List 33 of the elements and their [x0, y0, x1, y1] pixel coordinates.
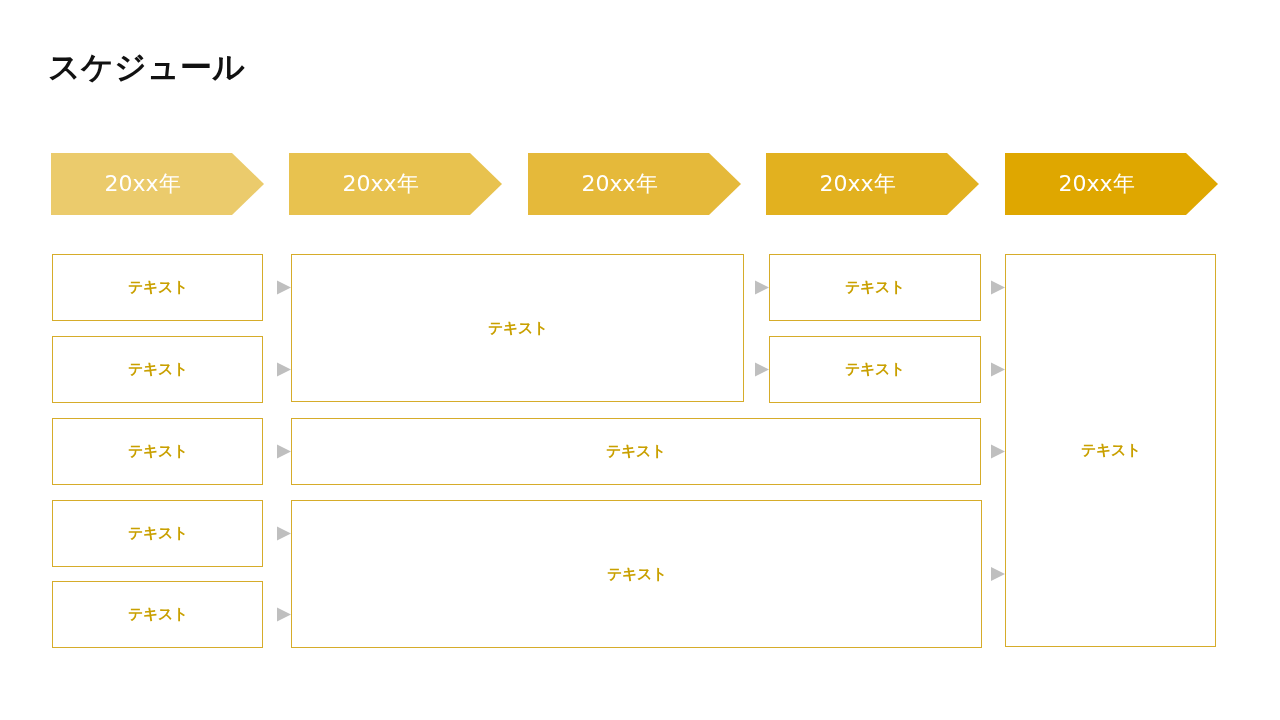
year-label: 20xx年 — [104, 170, 181, 198]
year-label: 20xx年 — [581, 170, 658, 198]
box-text: テキスト — [606, 442, 666, 461]
text-box — [52, 500, 263, 567]
box-text: テキスト — [127, 442, 188, 461]
text-box — [291, 254, 744, 402]
year-label: 20xx年 — [819, 170, 896, 198]
box-text: テキスト — [127, 605, 188, 624]
text-box — [769, 254, 981, 321]
text-box — [1005, 254, 1216, 647]
text-box — [52, 336, 263, 403]
box-text: テキスト — [127, 524, 188, 543]
year-label: 20xx年 — [342, 170, 419, 198]
box-text: テキスト — [127, 278, 188, 297]
box-text: テキスト — [487, 318, 548, 338]
box-text: テキスト — [606, 564, 667, 584]
text-box — [291, 500, 982, 648]
box-text: テキスト — [845, 278, 905, 297]
box-text: テキスト — [1080, 441, 1141, 460]
title: スケジュール — [48, 47, 245, 88]
year-label: 20xx年 — [1058, 170, 1135, 198]
text-box — [52, 581, 263, 648]
text-box — [52, 254, 263, 321]
box-text: テキスト — [845, 360, 905, 379]
year-banner — [766, 153, 979, 215]
text-box — [769, 336, 981, 403]
text-box — [52, 418, 263, 485]
text-box — [291, 418, 981, 485]
year-banner — [528, 153, 741, 215]
year-banner — [289, 153, 502, 215]
year-banner — [1005, 153, 1218, 215]
box-text: テキスト — [127, 360, 188, 379]
year-banner — [51, 153, 264, 215]
